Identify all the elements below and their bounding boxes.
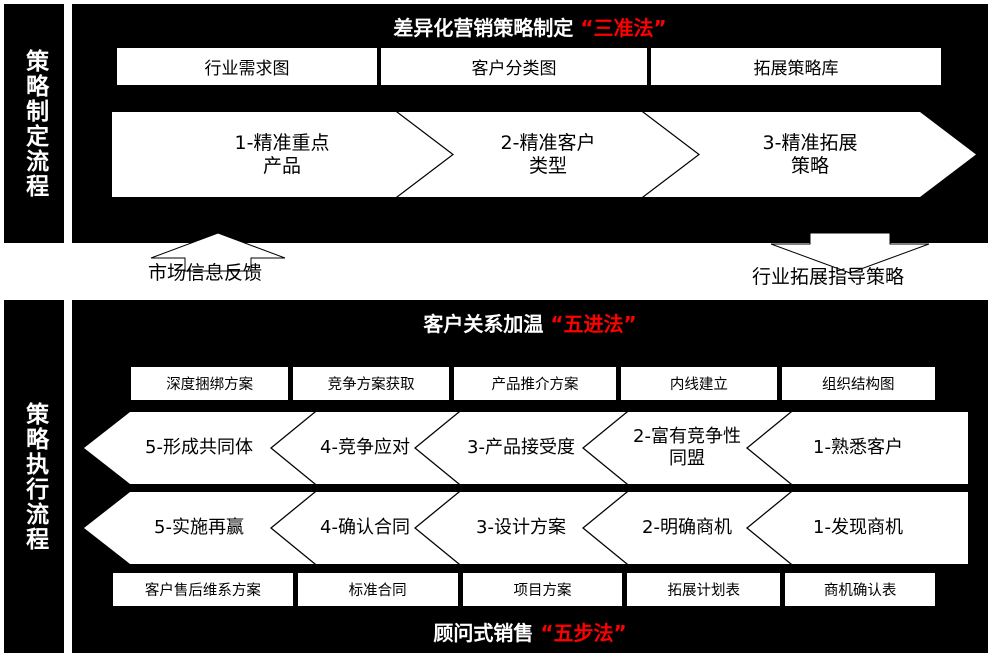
tool-box-label: 商机确认表 bbox=[823, 583, 897, 599]
top-panel-title: 差异化营销策略制定 “三准法” bbox=[72, 12, 988, 41]
tool-box[interactable]: 行业需求图 bbox=[116, 47, 378, 86]
tool-box-label: 产品推介方案 bbox=[491, 377, 579, 393]
arrow-up-icon bbox=[150, 232, 286, 272]
bottom-panel-title-bottom-main: 顾问式销售 bbox=[433, 621, 534, 645]
tool-box[interactable]: 标准合同 bbox=[296, 572, 459, 607]
top-panel: 差异化营销策略制定 “三准法” 行业需求图 客户分类图 拓展策略库 1-精准重点… bbox=[72, 4, 988, 243]
process-step-label: 2-精准客户 类型 bbox=[500, 131, 596, 177]
process-step-label: 3-产品接受度 bbox=[467, 437, 575, 459]
tool-box[interactable]: 拓展策略库 bbox=[650, 47, 942, 86]
arrow-down-icon bbox=[770, 232, 930, 274]
bottom-panel-title-top-main: 客户关系加温 bbox=[423, 312, 544, 336]
tool-box-label: 内线建立 bbox=[669, 377, 728, 393]
rail-bottom-text: 策略执行流程 bbox=[21, 401, 48, 552]
bottom-panel-title-top-highlight: “五进法” bbox=[550, 312, 637, 336]
tool-box-label: 行业需求图 bbox=[204, 59, 290, 79]
tool-box-label: 标准合同 bbox=[348, 583, 407, 599]
tool-box[interactable]: 客户分类图 bbox=[380, 47, 648, 86]
process-step-label: 5-实施再赢 bbox=[154, 517, 244, 539]
tool-box-label: 拓展策略库 bbox=[753, 59, 839, 79]
connector-arrow-up bbox=[150, 232, 286, 272]
bottom-tools-bottom-row: 客户售后维系方案 标准合同 项目方案 拓展计划表 商机确认表 bbox=[112, 572, 936, 607]
process-step-label: 1-精准重点 产品 bbox=[234, 131, 330, 177]
process-step[interactable]: 1-精准重点 产品 bbox=[112, 112, 452, 197]
process-step-label: 1-熟悉客户 bbox=[813, 437, 903, 459]
process-step[interactable]: 3-产品接受度 bbox=[416, 412, 626, 484]
process-step[interactable]: 1-发现商机 bbox=[748, 492, 968, 564]
tool-box-label: 拓展计划表 bbox=[667, 583, 741, 599]
top-tools-row: 行业需求图 客户分类图 拓展策略库 bbox=[116, 47, 944, 86]
bottom-panel-title-bottom: 顾问式销售 “五步法” bbox=[72, 617, 988, 646]
tool-box[interactable]: 深度捆绑方案 bbox=[130, 366, 290, 401]
sidebar-label-strategy-planning: 策略制定流程 bbox=[4, 4, 64, 243]
process-step[interactable]: 1-熟悉客户 bbox=[748, 412, 968, 484]
tool-box[interactable]: 产品推介方案 bbox=[452, 366, 618, 401]
tool-box[interactable]: 组织结构图 bbox=[780, 366, 936, 401]
connector-label-industry-guidance: 行业拓展指导策略 bbox=[752, 266, 905, 288]
tool-box-label: 项目方案 bbox=[513, 583, 572, 599]
bottom-panel: 客户关系加温 “五进法” 深度捆绑方案 竞争方案获取 产品推介方案 内线建立 组… bbox=[72, 300, 988, 653]
tool-box-label: 组织结构图 bbox=[822, 377, 895, 393]
process-step-label: 4-竞争应对 bbox=[320, 437, 410, 459]
process-step-label: 2-富有竞争性 同盟 bbox=[633, 426, 741, 469]
bottom-process-row-1: 5-形成共同体 4-竞争应对 3-产品接受度 2-富有竞争性 同盟 1-熟悉客户 bbox=[84, 412, 968, 484]
process-step-label: 3-精准拓展 策略 bbox=[762, 131, 858, 177]
tool-box[interactable]: 客户售后维系方案 bbox=[112, 572, 294, 607]
top-panel-title-highlight: “三准法” bbox=[580, 16, 667, 40]
process-step-label: 5-形成共同体 bbox=[145, 437, 253, 459]
tool-box[interactable]: 商机确认表 bbox=[784, 572, 936, 607]
tool-box-label: 客户售后维系方案 bbox=[144, 583, 261, 599]
rail-top-text: 策略制定流程 bbox=[21, 48, 48, 199]
tool-box[interactable]: 项目方案 bbox=[461, 572, 624, 607]
connector-label-market-feedback: 市场信息反馈 bbox=[148, 262, 263, 284]
tool-box[interactable]: 竞争方案获取 bbox=[292, 366, 450, 401]
sidebar-label-strategy-execution: 策略执行流程 bbox=[4, 300, 64, 653]
process-step-label: 3-设计方案 bbox=[476, 517, 566, 539]
connector-arrow-down bbox=[770, 232, 930, 274]
bottom-tools-top-row: 深度捆绑方案 竞争方案获取 产品推介方案 内线建立 组织结构图 bbox=[130, 366, 936, 401]
tool-box-label: 深度捆绑方案 bbox=[166, 377, 254, 393]
process-step-label: 2-明确商机 bbox=[642, 517, 732, 539]
bottom-panel-title-top: 客户关系加温 “五进法” bbox=[72, 308, 988, 337]
process-step-label: 1-发现商机 bbox=[813, 517, 903, 539]
top-panel-title-main: 差异化营销策略制定 bbox=[393, 16, 574, 40]
process-step-label: 4-确认合同 bbox=[320, 517, 410, 539]
bottom-process-row-2: 5-实施再赢 4-确认合同 3-设计方案 2-明确商机 1-发现商机 bbox=[84, 492, 968, 564]
tool-box[interactable]: 内线建立 bbox=[620, 366, 778, 401]
tool-box[interactable]: 拓展计划表 bbox=[626, 572, 782, 607]
tool-box-label: 竞争方案获取 bbox=[327, 377, 415, 393]
bottom-panel-title-bottom-highlight: “五步法” bbox=[540, 621, 627, 645]
process-step[interactable]: 5-形成共同体 bbox=[84, 412, 314, 484]
tool-box-label: 客户分类图 bbox=[471, 59, 557, 79]
top-process-row: 1-精准重点 产品 2-精准客户 类型 3-精准拓展 策略 bbox=[112, 112, 976, 197]
